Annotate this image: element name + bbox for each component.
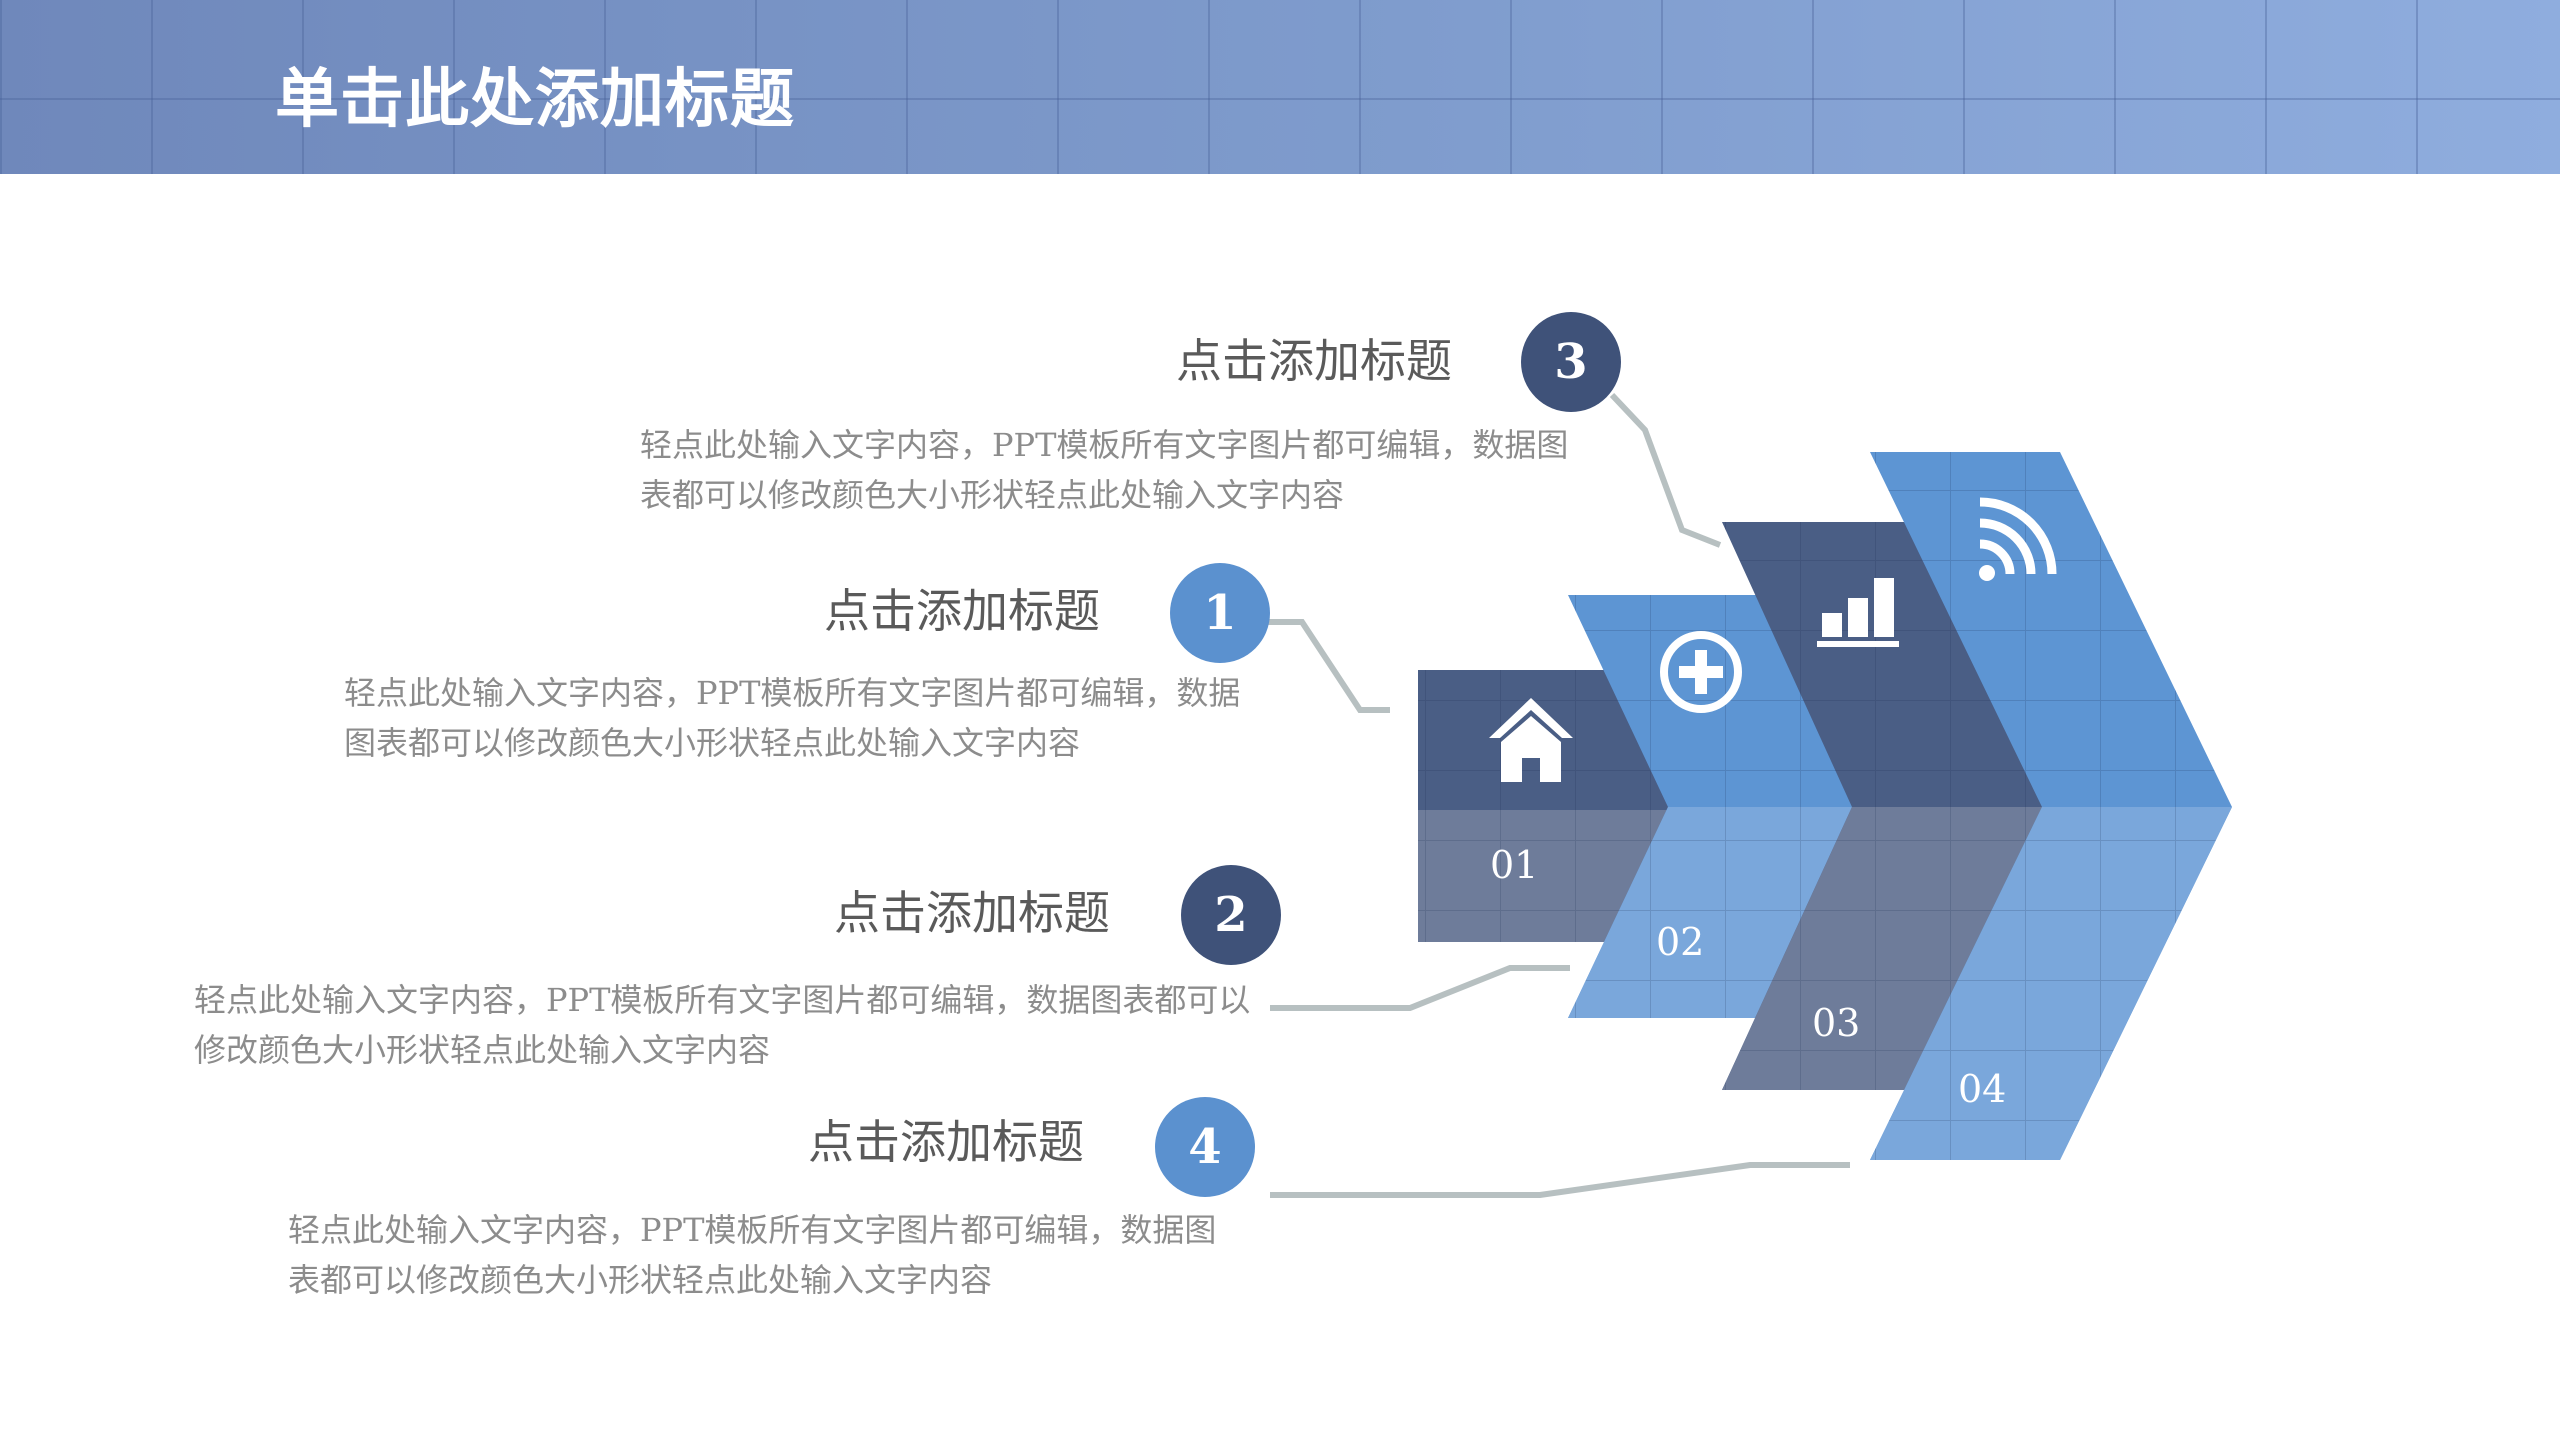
stage-label-01: 01 (1490, 843, 1538, 887)
item-title-2[interactable]: 点击添加标题 (834, 886, 1110, 940)
connector-line-1 (1262, 619, 1390, 713)
connector-lines (1262, 392, 1850, 1198)
item-title-4[interactable]: 点击添加标题 (808, 1115, 1084, 1169)
item-title-3[interactable]: 点击添加标题 (1176, 334, 1452, 388)
number-badge-2: 2 (1181, 865, 1281, 965)
header-bar: 单击此处添加标题 (0, 0, 2560, 174)
wifi-signal-icon (1979, 497, 2057, 581)
item-body-2[interactable]: 轻点此处输入文字内容，PPT模板所有文字图片都可编辑，数据图表都可以修改颜色大小… (194, 981, 1251, 1069)
number-badge-3: 3 (1521, 312, 1621, 412)
stage-label-03: 03 (1812, 1001, 1860, 1045)
plus-circle-icon (1660, 631, 1742, 713)
item-body-1[interactable]: 轻点此处输入文字内容，PPT模板所有文字图片都可编辑，数据图表都可以修改颜色大小… (344, 674, 1241, 762)
stage-label-04: 04 (1958, 1067, 2006, 1111)
stage-label-02: 02 (1656, 920, 1704, 964)
item-body-4[interactable]: 轻点此处输入文字内容，PPT模板所有文字图片都可编辑，数据图表都可以修改颜色大小… (288, 1211, 1217, 1299)
stage-chevron-03 (1722, 522, 2044, 1090)
item-body-3[interactable]: 轻点此处输入文字内容，PPT模板所有文字图片都可编辑，数据图表都可以修改颜色大小… (640, 426, 1569, 514)
connector-line-3 (1609, 392, 1722, 548)
page-title[interactable]: 单击此处添加标题 (275, 63, 795, 137)
number-badge-4: 4 (1155, 1097, 1255, 1197)
header-grid-pattern (0, 0, 2560, 174)
number-badge-1: 1 (1170, 563, 1270, 663)
bar-chart-icon (1817, 578, 1899, 647)
stage-chevron-04 (1870, 452, 2232, 1160)
stage-chevron-02 (1568, 595, 1858, 1018)
connector-line-4 (1270, 1162, 1850, 1198)
home-icon (1489, 698, 1573, 782)
connector-line-2 (1270, 965, 1570, 1011)
item-title-1[interactable]: 点击添加标题 (824, 584, 1100, 638)
